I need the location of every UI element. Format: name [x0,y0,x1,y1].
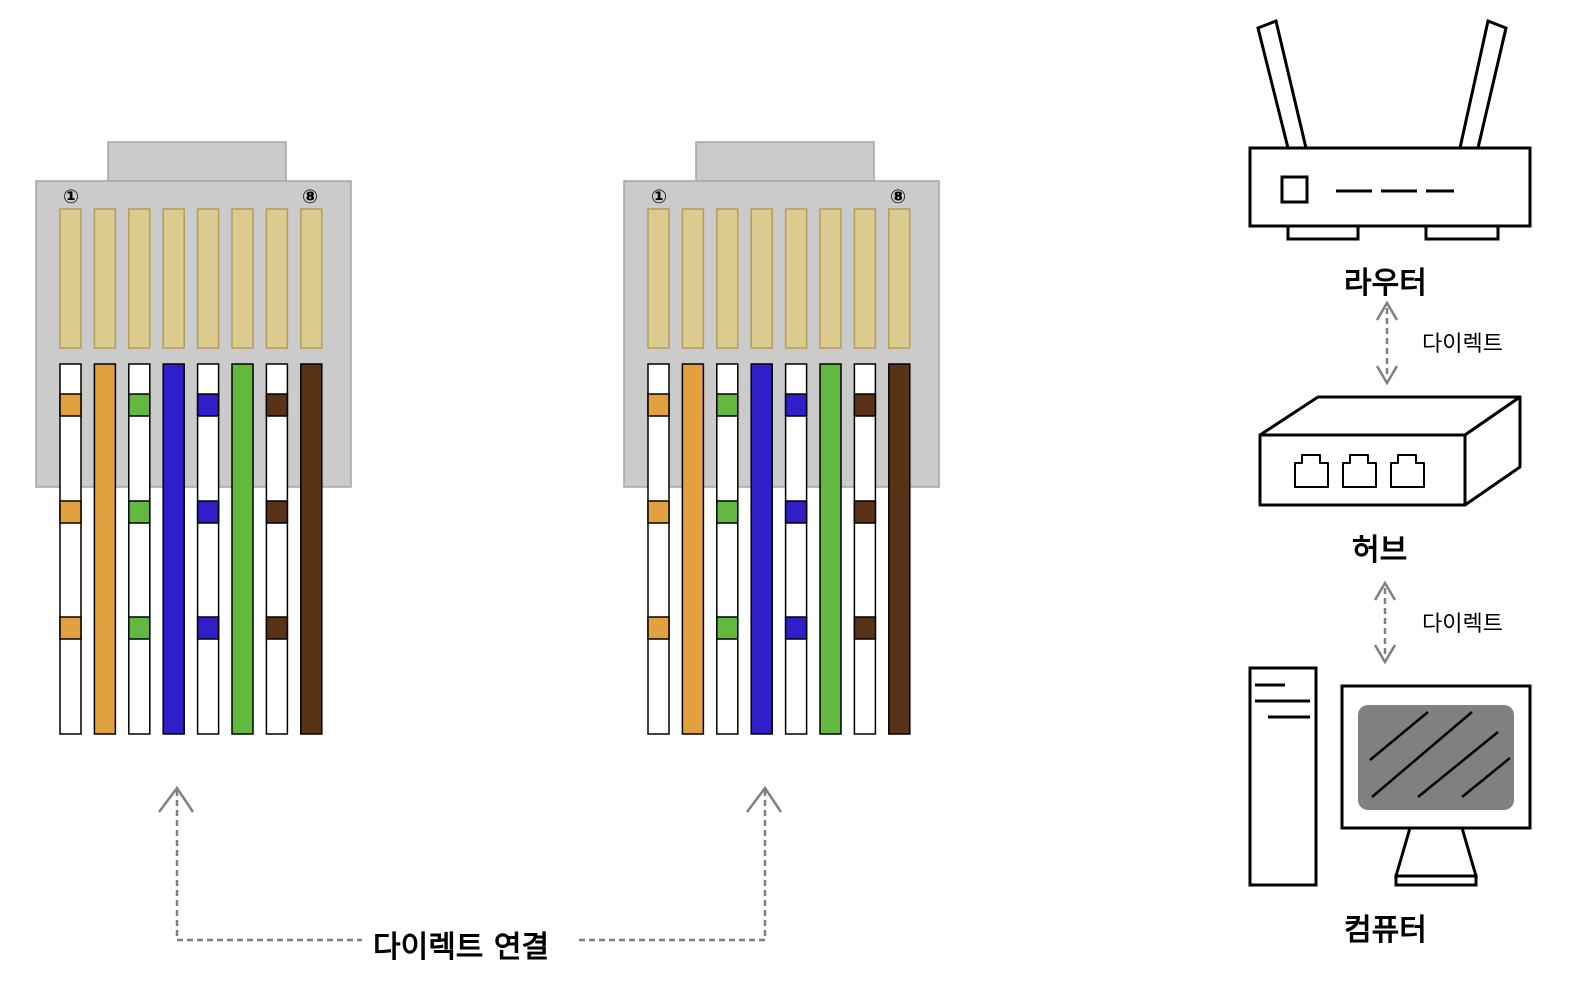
wire-stripe [784,616,808,640]
hub-port-3 [1390,454,1425,488]
arrow-left-connector [175,790,362,942]
computer-tower [1248,666,1318,887]
wire-white-orange [59,363,82,735]
contact-pin [647,208,670,349]
contact-pin [265,208,289,349]
contact-pin [784,208,808,349]
wire-green [819,363,842,735]
wire-white-green [128,363,151,735]
wire-white-blue [784,363,808,735]
wire-stripe [59,500,82,524]
contact-pin [162,208,185,349]
hub-port-2 [1342,454,1377,488]
wire-stripe [59,393,82,417]
monitor-screen [1358,705,1514,810]
wire-white-brown [853,363,877,735]
contact-pin [128,208,151,349]
wire-white-brown [265,363,289,735]
wire-brown [300,363,323,735]
wire-stripe [128,616,151,640]
computer-label: 컴퓨터 [1344,913,1427,948]
router-hub-arrow [1375,300,1399,386]
pin-8-label: ⑧ [302,186,318,208]
wire-stripe [196,500,220,524]
connector-latch [107,141,287,183]
contact-pin [819,208,842,349]
wire-stripe [59,616,82,640]
wire-stripe [853,616,877,640]
connector-body [623,180,940,488]
wire-stripe [265,616,289,640]
wire-stripe [647,616,670,640]
wire-stripe [716,616,739,640]
hub-computer-link-label: 다이렉트 [1422,612,1503,637]
arrow-left-head [158,785,195,813]
wire-blue [750,363,773,735]
wire-stripe [647,393,670,417]
wire-orange [93,363,117,735]
router-foot-left [1286,224,1360,241]
contact-pin [888,208,911,349]
contact-pin [300,208,323,349]
wire-stripe [128,393,151,417]
router-hub-link-label: 다이렉트 [1422,332,1503,357]
wire-stripe [647,500,670,524]
connector-body [35,180,352,488]
wire-white-orange [647,363,670,735]
router-foot-right [1424,224,1500,241]
computer-icon [1248,666,1532,887]
pin-1-label: ① [651,186,667,208]
wire-stripe [265,500,289,524]
wire-brown [888,363,911,735]
router-led [1280,175,1309,204]
wire-stripe [853,393,877,417]
contact-pin [231,208,254,349]
wire-stripe [128,500,151,524]
direct-connection-arrows [158,785,783,942]
pin-8-label: ⑧ [890,186,906,208]
contact-pin [59,208,82,349]
wire-white-green [716,363,739,735]
wire-stripe [853,500,877,524]
pin-1-label: ① [63,186,79,208]
wire-stripe [784,500,808,524]
wire-stripe [716,393,739,417]
contact-pin [716,208,739,349]
wire-stripe [265,393,289,417]
wire-stripe [716,500,739,524]
arrow-right-connector [578,790,767,942]
contact-pin [196,208,220,349]
contact-pin [853,208,877,349]
contact-pin [750,208,773,349]
monitor-base [1394,874,1478,887]
wire-stripe [196,393,220,417]
hub-port-1 [1294,454,1329,488]
arrow-right-head [746,785,783,813]
hub-label: 허브 [1352,533,1408,568]
router-icon [1248,18,1532,241]
wire-white-blue [196,363,220,735]
hub-icon [1258,395,1522,507]
wire-blue [162,363,185,735]
wire-green [231,363,254,735]
connector-latch [695,141,875,183]
wire-stripe [784,393,808,417]
contact-pin [681,208,705,349]
wire-stripe [196,616,220,640]
monitor-stand [1394,826,1478,878]
wire-orange [681,363,705,735]
router-antenna-right [1458,18,1508,150]
hub-computer-arrow [1373,580,1397,665]
contact-pin [93,208,117,349]
router-antenna-left [1256,18,1308,150]
router-label: 라우터 [1344,266,1427,301]
connection-label: 다이렉트 연결 [373,930,550,965]
